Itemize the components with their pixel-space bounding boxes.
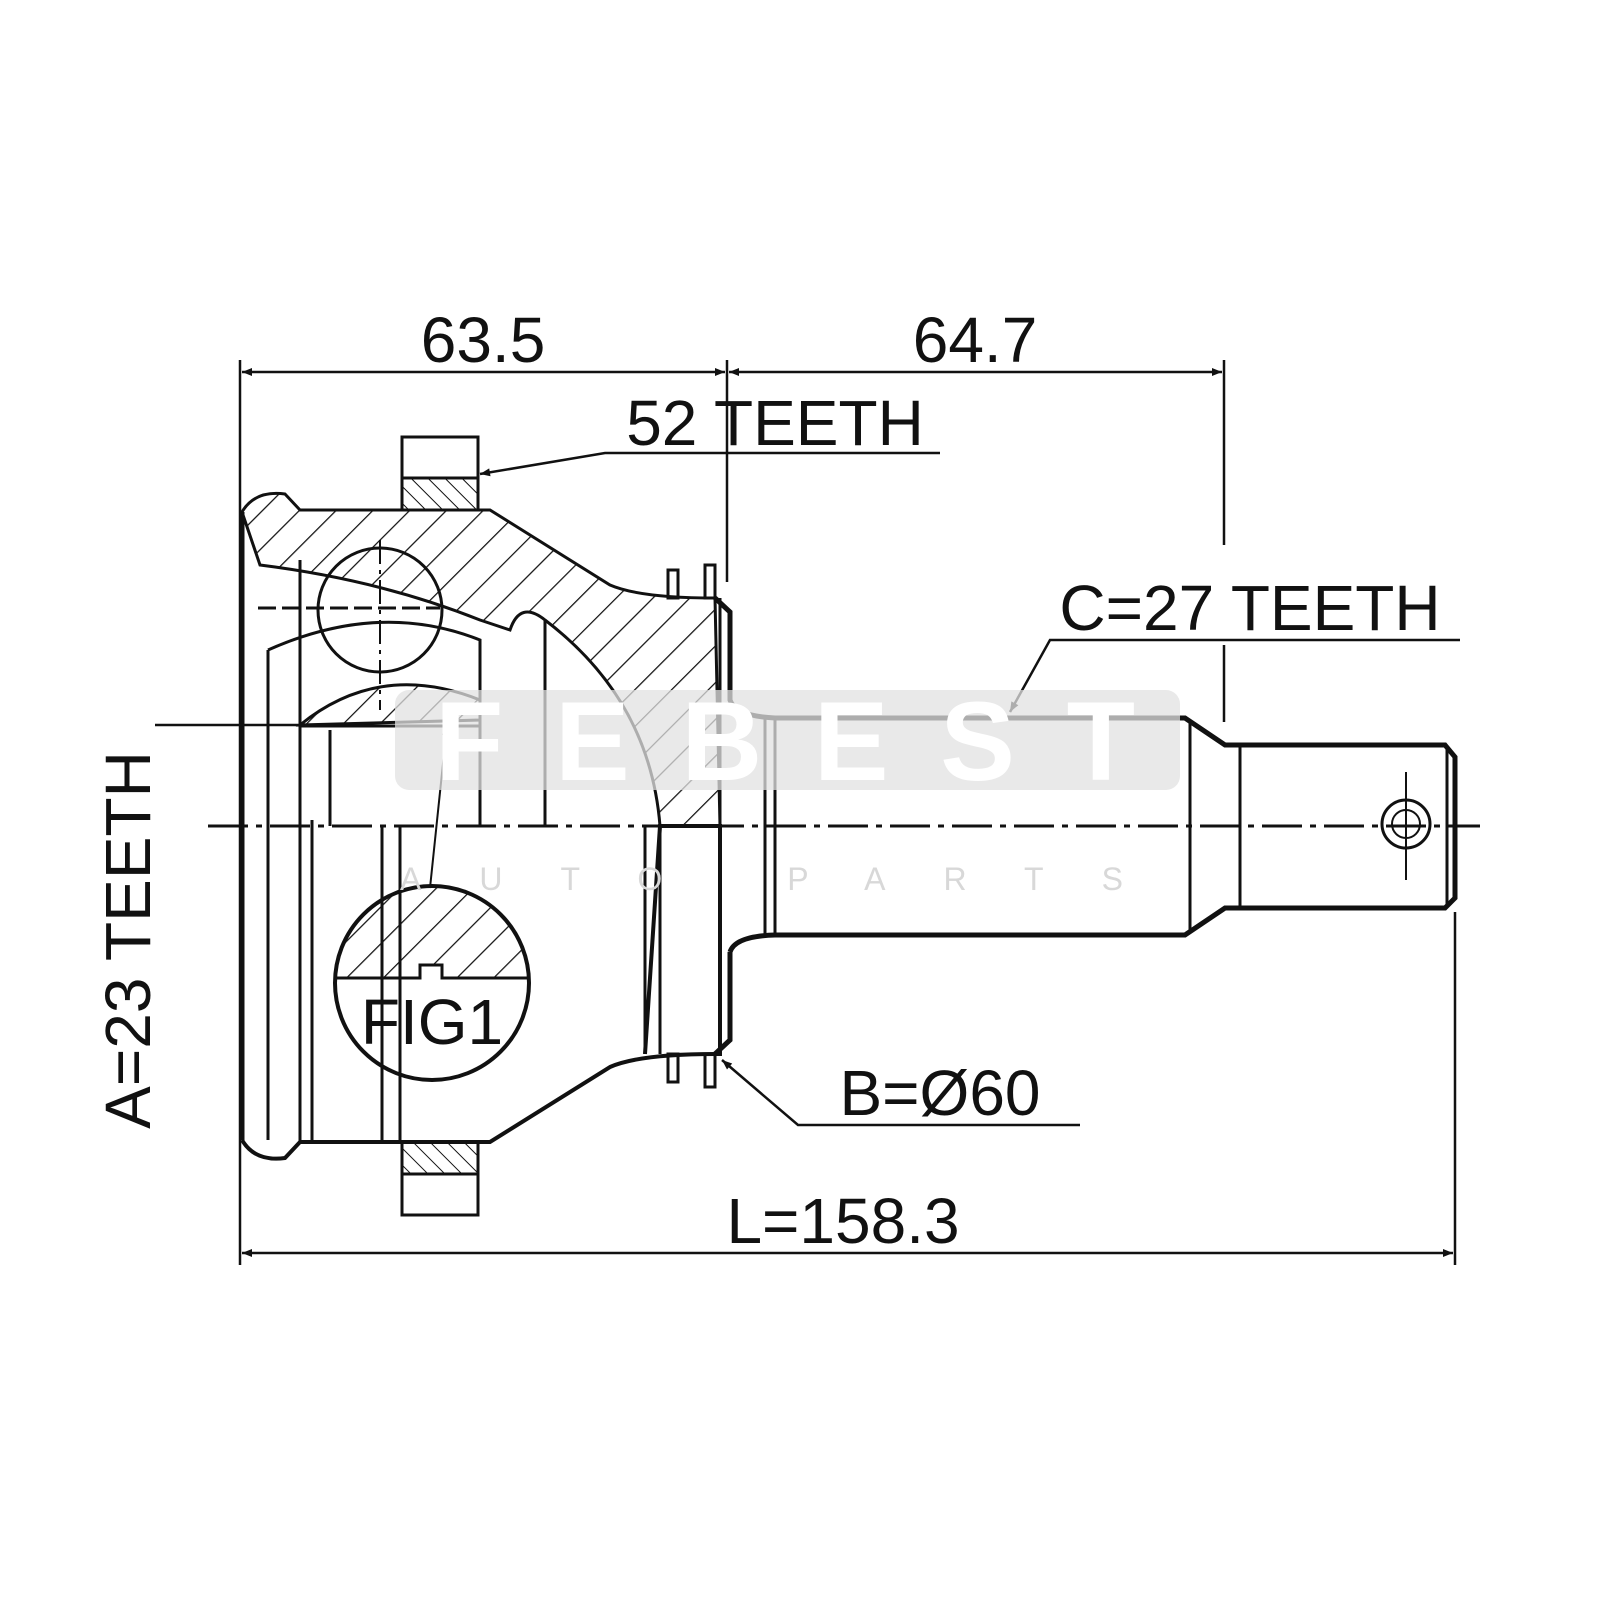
watermark-tagline: AUTO PARTS: [400, 861, 1181, 897]
fig1-detail: FIG1: [333, 884, 531, 1082]
dim-64-7: 64.7: [913, 304, 1038, 376]
callout-52-teeth: 52 TEETH: [626, 387, 924, 459]
dim-total-length: L=158.3: [726, 1185, 959, 1257]
leader-52-teeth: [479, 451, 940, 477]
dim-63-5: 63.5: [421, 304, 546, 376]
abs-ring: [400, 435, 480, 1217]
leader-b-diameter: [721, 1059, 1080, 1127]
fig1-label: FIG1: [361, 986, 503, 1058]
callout-c-27-teeth: C=27 TEETH: [1059, 572, 1440, 644]
callout-a-23-teeth: A=23 TEETH: [92, 751, 164, 1129]
shaft: [727, 715, 1458, 954]
watermark-logo: FEBEST AUTO PARTS: [395, 679, 1181, 897]
leader-c-teeth: [1008, 638, 1460, 713]
callout-b-diameter: B=Ø60: [839, 1057, 1040, 1129]
